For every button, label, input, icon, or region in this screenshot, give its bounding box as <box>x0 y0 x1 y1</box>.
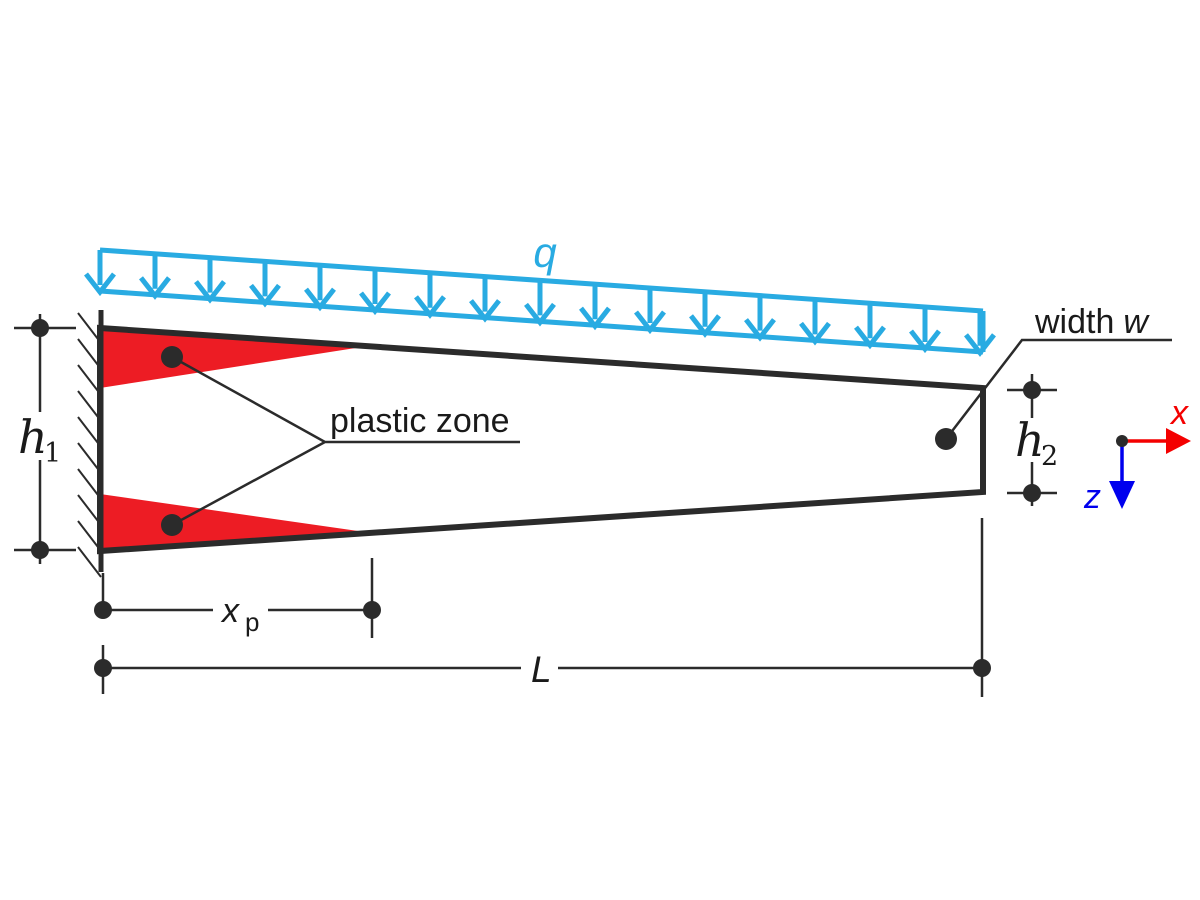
dim-length-label: L <box>531 649 552 690</box>
plastic-zone-leader <box>171 355 520 527</box>
dimension-dot <box>31 541 49 559</box>
load-arrow <box>579 284 611 331</box>
dim-h2-label: h <box>1015 413 1045 467</box>
load-arrow <box>634 288 666 335</box>
beam-outline <box>97 324 986 555</box>
x-axis-label: x <box>1169 394 1189 432</box>
load-arrow <box>964 310 996 357</box>
load-arrow <box>84 250 116 297</box>
x-axis-arrowhead <box>1166 428 1191 454</box>
load-arrow <box>799 299 831 346</box>
dim-xp-label: x <box>220 592 240 630</box>
dim-h1-sub: 1 <box>44 438 61 469</box>
width-label-text: width <box>1034 303 1114 341</box>
origin-dot <box>1116 435 1128 447</box>
dim-h1-label: h <box>18 410 48 464</box>
load-arrow <box>909 307 941 354</box>
plastic-zone-label: plastic zone <box>330 402 510 440</box>
load-arrow <box>689 291 721 338</box>
dim-xp-sub: p <box>245 607 259 637</box>
dimension-dot <box>973 659 991 677</box>
dimension-dot <box>94 601 112 619</box>
z-axis-label: z <box>1083 478 1101 516</box>
dim-h2-sub: 2 <box>1041 441 1058 472</box>
load-arrow <box>249 261 281 308</box>
width-leader <box>945 338 1172 440</box>
dimension-dot <box>1023 484 1041 502</box>
load-arrow <box>744 295 776 342</box>
dimension-dot <box>31 319 49 337</box>
leader-dot <box>161 514 183 536</box>
leader-dot <box>161 346 183 368</box>
dimension-dot <box>94 659 112 677</box>
plastic-zones <box>100 329 365 550</box>
coordinate-system: x z <box>1083 394 1191 516</box>
load-arrow <box>469 276 501 323</box>
load-label: q <box>533 229 557 276</box>
load-arrow <box>854 303 886 350</box>
load-arrow <box>524 280 556 327</box>
load-arrow <box>414 272 446 319</box>
z-axis-arrowhead <box>1109 481 1135 509</box>
load-arrow <box>194 257 226 304</box>
dimension-dot <box>363 601 381 619</box>
dimension-dot <box>1023 381 1041 399</box>
leader-dot <box>935 428 957 450</box>
ink-dots <box>31 319 1041 677</box>
distributed-load <box>84 247 996 357</box>
load-arrow <box>359 269 391 316</box>
width-label-symbol: w <box>1123 303 1150 341</box>
load-arrow <box>139 253 171 300</box>
load-arrow <box>304 265 336 312</box>
wall-hatching <box>77 312 102 578</box>
